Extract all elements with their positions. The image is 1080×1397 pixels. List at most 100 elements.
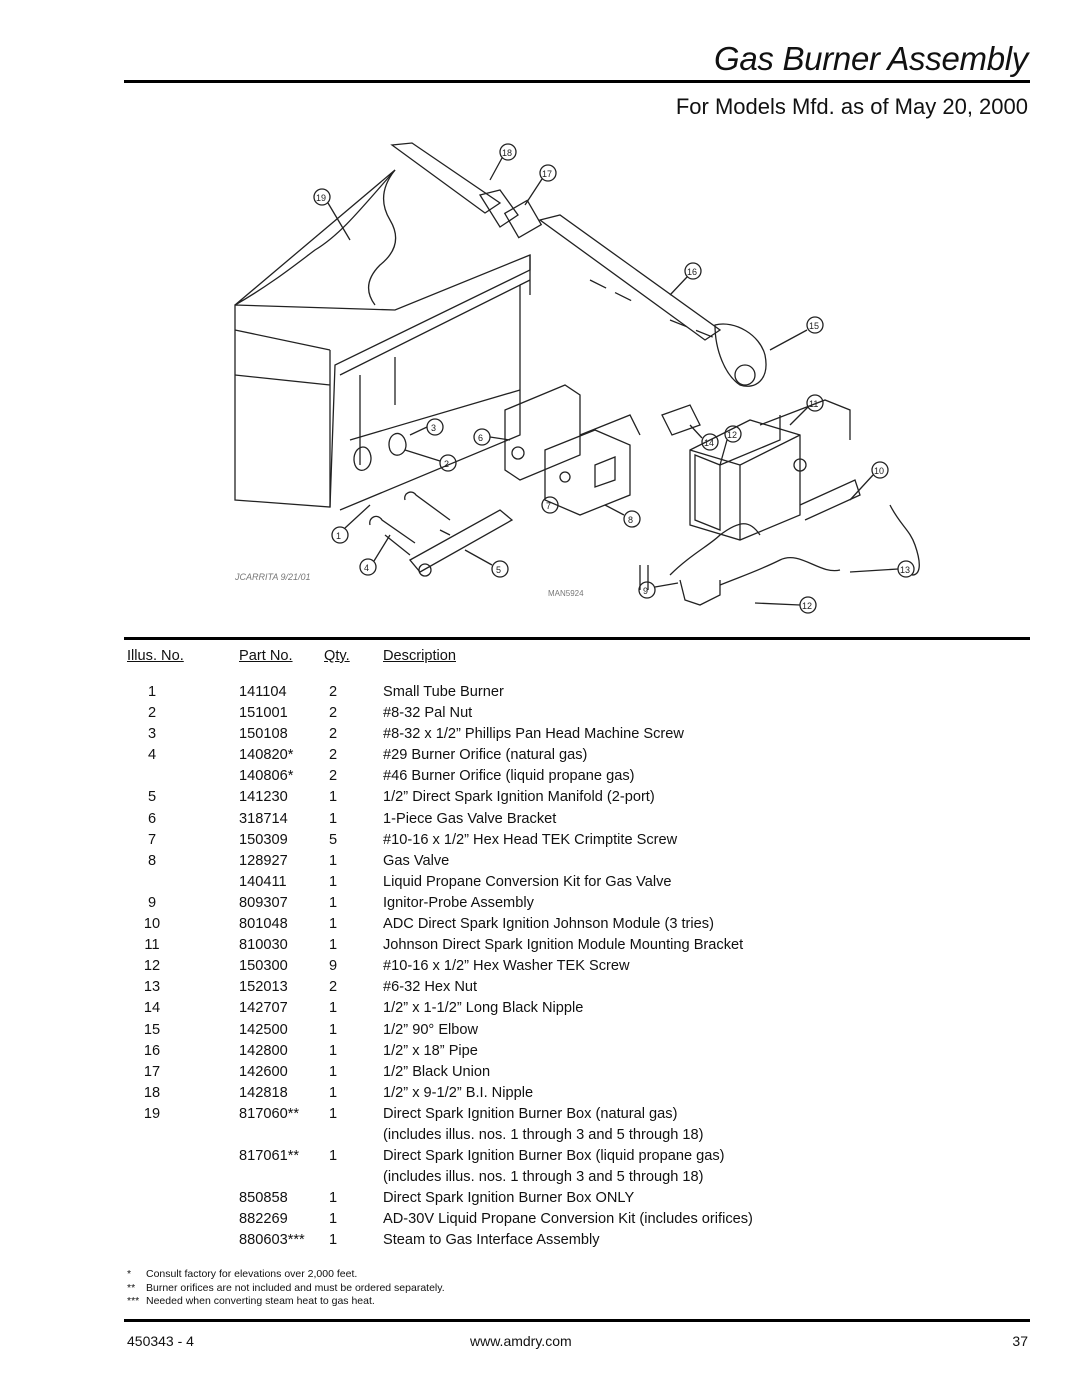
svg-text:8: 8	[628, 515, 633, 525]
cell-qty: 1	[329, 1232, 338, 1249]
callout-3: 3	[409, 418, 444, 436]
cell-part-no: 142600	[239, 1063, 288, 1080]
cell-qty: 1	[329, 937, 338, 954]
cell-description: Liquid Propane Conversion Kit for Gas Va…	[383, 873, 672, 890]
cell-qty: 1	[329, 789, 338, 806]
svg-text:1: 1	[336, 531, 341, 541]
svg-text:19: 19	[316, 193, 326, 203]
cell-description: ADC Direct Spark Ignition Johnson Module…	[383, 916, 714, 933]
cell-part-no: 140411	[239, 873, 287, 890]
long-black-nipple	[661, 404, 701, 436]
cell-illus-no: 9	[147, 894, 157, 911]
table-row: (includes illus. nos. 1 through 3 and 5 …	[127, 1167, 1027, 1188]
cell-part-no: 809307	[239, 894, 288, 911]
cell-part-no: 150300	[239, 958, 288, 975]
cell-description: 1/2” x 9-1/2” B.I. Nipple	[383, 1084, 534, 1101]
cell-illus-no: 1	[147, 684, 157, 700]
cell-illus-no	[127, 766, 239, 787]
footnote-text: Consult factory for elevations over 2,00…	[146, 1268, 358, 1280]
table-row: 140411 1 Liquid Propane Conversion Kit for…	[127, 872, 1027, 893]
cell-qty	[324, 1125, 383, 1146]
website-link[interactable]: www.amdry.com	[470, 1333, 572, 1349]
cell-illus-no: 5	[147, 789, 157, 806]
drafter-signature: JCARRITA 9/21/01	[234, 572, 311, 582]
cell-illus-no: 19	[143, 1105, 161, 1122]
cell-part-no	[239, 1167, 324, 1188]
table-row: 140806*2#46 Burner Orifice (liquid propa…	[127, 766, 1027, 787]
cell-illus-no: 2	[147, 705, 157, 722]
footnote: *** Needed when converting steam heat to …	[127, 1295, 445, 1309]
cell-qty: 1	[329, 1148, 338, 1165]
footnote-mark: **	[127, 1281, 136, 1294]
footnote-text: Needed when converting steam heat to gas…	[146, 1295, 375, 1307]
cell-description: Gas Valve	[383, 852, 450, 869]
footnote-mark: ***	[127, 1295, 140, 1307]
cell-qty	[324, 1167, 383, 1188]
callout-4: 4	[359, 534, 391, 576]
table-header-row: Illus. No. Part No. Qty. Description	[127, 646, 1027, 682]
cell-qty: 1	[329, 1042, 338, 1059]
cell-illus-no: 13	[143, 979, 161, 996]
svg-text:13: 13	[900, 565, 910, 575]
svg-text:3: 3	[431, 423, 436, 433]
cell-qty: 1	[329, 873, 338, 890]
callout-15: 15	[769, 316, 824, 351]
svg-text:14: 14	[704, 438, 714, 448]
cell-illus-no: 17	[143, 1063, 161, 1080]
cell-illus-no: 7	[147, 831, 157, 848]
cell-qty: 1	[329, 1211, 338, 1228]
cell-illus-no: 3	[147, 726, 157, 743]
cell-qty: 1	[329, 810, 338, 827]
callout-18: 18	[489, 143, 517, 181]
svg-text:18: 18	[502, 148, 512, 158]
cell-illus-no	[127, 1188, 239, 1209]
cell-part-no: 152013	[239, 979, 288, 996]
title-rule	[124, 80, 1030, 83]
cell-qty: 2	[329, 705, 338, 722]
cell-description: 1/2” x 18” Pipe	[383, 1042, 478, 1059]
cell-qty: 1	[329, 916, 338, 933]
callout-10: 10	[849, 461, 889, 501]
burner-manifold	[369, 491, 514, 577]
svg-text:12: 12	[802, 601, 812, 611]
cell-illus-no: 16	[143, 1042, 161, 1059]
cell-qty: 2	[329, 979, 338, 996]
cell-illus-no: 14	[143, 1000, 161, 1017]
ignitor-probe	[639, 504, 920, 606]
burner-box	[234, 169, 531, 511]
cell-qty: 1	[329, 1084, 338, 1101]
module-mounting-bracket	[694, 415, 781, 531]
cell-part-no: 128927	[239, 852, 288, 869]
table-row: (includes illus. nos. 1 through 3 and 5 …	[127, 1125, 1027, 1146]
cell-qty: 1	[329, 894, 338, 911]
footer-rule	[124, 1319, 1030, 1322]
callout-9: 9	[638, 581, 679, 599]
callout-1: 1	[331, 504, 371, 544]
cell-description: #10-16 x 1/2” Hex Head TEK Crimptite Scr…	[383, 831, 678, 848]
callout-11: 11	[789, 394, 824, 426]
cell-part-no: 142707	[239, 1000, 288, 1017]
cell-qty: 2	[329, 768, 338, 785]
cell-illus-no: 11	[144, 937, 160, 954]
cell-description: 1/2” 90° Elbow	[383, 1021, 479, 1038]
cell-qty: 1	[329, 1021, 338, 1038]
gas-valve	[504, 384, 641, 516]
cell-qty: 9	[329, 958, 338, 975]
callout-17: 17	[524, 164, 557, 206]
cell-illus-no	[127, 1125, 239, 1146]
callout-8: 8	[604, 504, 641, 528]
cell-illus-no: 4	[147, 747, 157, 764]
